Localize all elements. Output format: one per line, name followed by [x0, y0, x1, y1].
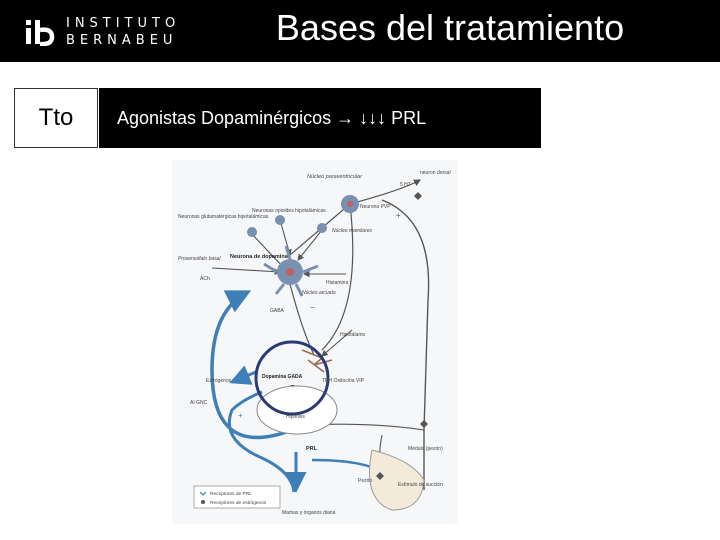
diagram-canvas: Núcleo paraventricular Neurona PVP neuro… — [178, 170, 451, 516]
label-pezon: Pezón — [358, 478, 372, 484]
label-dopamina-gaba: Dopamina GADA — [262, 374, 303, 380]
pathway-line — [249, 231, 285, 269]
pathway-line — [297, 229, 323, 261]
feedback-loop — [229, 365, 257, 385]
label-gaba: GABA — [270, 308, 285, 314]
receptor-marker — [376, 192, 428, 480]
label-estrogenos: Estrógenos — [206, 378, 232, 384]
label-medular: Médula (pezón) — [408, 446, 443, 452]
feedback-loop — [227, 390, 296, 493]
legend-box — [193, 485, 281, 509]
label-prl: PRL — [306, 446, 318, 452]
section-label: Tto — [14, 88, 98, 148]
legend-prl-receptor: Receptores de PRL — [210, 491, 252, 497]
label-trh: TRH Oxitocina VIP — [322, 378, 365, 384]
pathway-line — [349, 179, 422, 205]
label-ach: ACh — [200, 276, 210, 282]
pathway-line — [289, 283, 315, 356]
feedback-loop — [210, 290, 293, 440]
logo-line-2: BERNABEU — [66, 33, 178, 48]
header-bar: INSTITUTO BERNABEU Bases del tratamiento — [0, 0, 720, 62]
pathway-line — [381, 199, 430, 431]
plus-sign: + — [238, 411, 243, 420]
neuron-dorsal — [341, 195, 359, 213]
label-ai-gnc: AI GNC — [190, 400, 208, 406]
label-mamas: Mamas y órganos diana — [282, 510, 336, 516]
dopamine-neuron — [263, 245, 319, 297]
minus-sign: − — [290, 381, 295, 390]
breast-shape — [369, 449, 425, 511]
logo-line-1: INSTITUTO — [66, 16, 181, 31]
pathway-line — [321, 329, 353, 357]
treatment-text: Agonistas Dopaminérgicos → ↓↓↓ PRL — [117, 107, 427, 128]
label-neuronas-opioides: Neuronas opioides hipotalámicas — [252, 208, 326, 214]
label-neuronas-glutamatergicas: Neuronas glutamatérgicas hipotalámicas — [178, 214, 269, 220]
dopamine-highlight-circle — [254, 340, 330, 416]
label-estimulo-succion: Estímulo de succión — [398, 482, 443, 488]
ib-logo-icon — [26, 20, 55, 46]
legend-estrogen-receptor: Receptores de estrógenos — [210, 500, 267, 506]
label-nucleo-paraventricular: Núcleo paraventricular — [307, 174, 363, 180]
label-nucleo-mamilares: Núcleo mamilares — [332, 228, 373, 234]
pathway-line — [211, 267, 282, 275]
pathway-line — [321, 203, 354, 351]
plus-sign: + — [242, 291, 247, 300]
label-5ht: 5 HT — [400, 182, 411, 188]
plus-sign: + — [396, 211, 401, 220]
receptor-prl-icon — [199, 491, 207, 496]
label-prosencefalo-basal: Prosencéfalo basal — [178, 256, 221, 262]
page-title: Bases del tratamiento — [275, 7, 625, 48]
neuron-small — [247, 215, 327, 237]
label-nucleo-arcuato: Núcleo arcuato — [302, 290, 336, 296]
receptor-estrogen-icon — [201, 500, 205, 504]
label-neuron-dorsal: neuron dorsal — [420, 170, 451, 176]
label-hipofisis: Hipófisis — [286, 414, 305, 420]
treatment-bar: Agonistas Dopaminérgicos → ↓↓↓ PRL — [99, 88, 541, 148]
institute-logo: INSTITUTO BERNABEU — [18, 12, 178, 50]
minus-sign: − — [310, 303, 315, 312]
label-histamina: Histamina — [326, 280, 348, 286]
label-neurona-pvp: Neurona PVP — [360, 204, 391, 210]
pituitary-shape — [256, 385, 338, 435]
label-neurona-dopamina: Neurona de dopamina — [230, 254, 289, 260]
label-hipotalamo: Hipotálamo — [340, 332, 366, 338]
prolactin-regulation-diagram: Núcleo paraventricular Neurona PVP neuro… — [172, 160, 458, 524]
